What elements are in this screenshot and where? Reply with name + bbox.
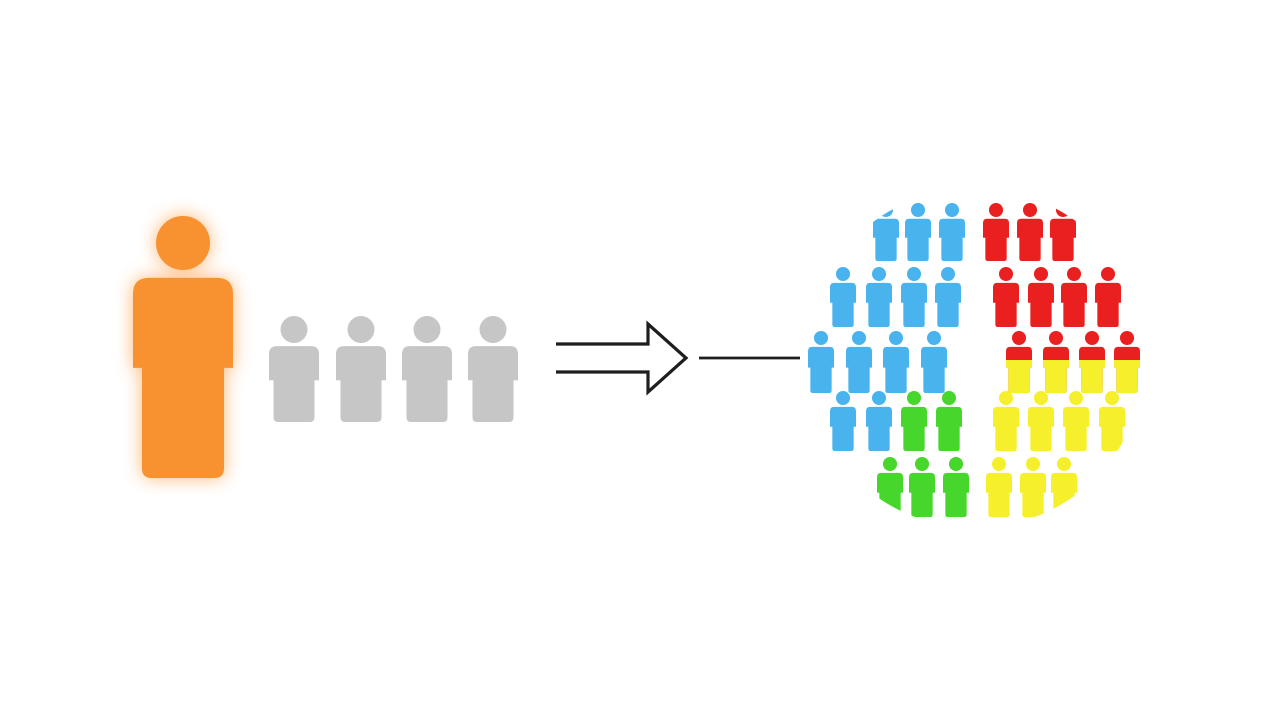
- crowd-circle: [808, 203, 1140, 517]
- crowd-person-icon: [993, 391, 1019, 451]
- crowd-person-icon: [873, 203, 899, 261]
- crowd-person-icon: [986, 457, 1012, 517]
- crowd-person-icon: [830, 267, 856, 327]
- crowd-person-icon: [936, 391, 962, 451]
- crowd-person-icon: [901, 391, 927, 451]
- crowd-person-icon: [1020, 457, 1046, 517]
- double-arrow-right-icon: [556, 320, 689, 396]
- crowd-person-icon: [939, 203, 965, 261]
- crowd-person-icon: [993, 267, 1019, 327]
- crowd-person-icon: [866, 391, 892, 451]
- follower-person-icon: [269, 316, 319, 422]
- crowd-person-icon: [921, 331, 947, 393]
- crowd-person-icon: [905, 203, 931, 261]
- crowd-person-icon: [1028, 391, 1054, 451]
- crowd-person-icon: [983, 203, 1009, 261]
- follower-person-icon: [336, 316, 386, 422]
- crowd-person-icon: [909, 457, 935, 517]
- crowd-person-icon: [877, 457, 903, 517]
- followers-row: [269, 316, 518, 422]
- follower-person-icon: [468, 316, 518, 422]
- crowd-person-icon: [808, 331, 834, 393]
- crowd-person-icon: [1050, 203, 1076, 261]
- crowd-person-icon: [1051, 457, 1077, 517]
- crowd-person-icon: [935, 267, 961, 327]
- follower-person-icon: [402, 316, 452, 422]
- crowd-person-icon: [1017, 203, 1043, 261]
- crowd-person-icon: [1099, 391, 1125, 451]
- leader-person-icon: [133, 216, 233, 478]
- crowd-person-icon: [846, 331, 872, 393]
- leader-person-icon: [133, 216, 233, 478]
- crowd-person-icon: [883, 331, 909, 393]
- crowd-person-icon: [866, 267, 892, 327]
- crowd-person-icon: [1095, 267, 1121, 327]
- crowd-person-icon: [901, 267, 927, 327]
- crowd-person-icon: [1063, 391, 1089, 451]
- crowd-split-overlay: [1006, 360, 1140, 393]
- crowd-person-icon: [1061, 267, 1087, 327]
- crowd-person-icon: [830, 391, 856, 451]
- crowd-person-icon: [1028, 267, 1054, 327]
- crowd-person-icon: [943, 457, 969, 517]
